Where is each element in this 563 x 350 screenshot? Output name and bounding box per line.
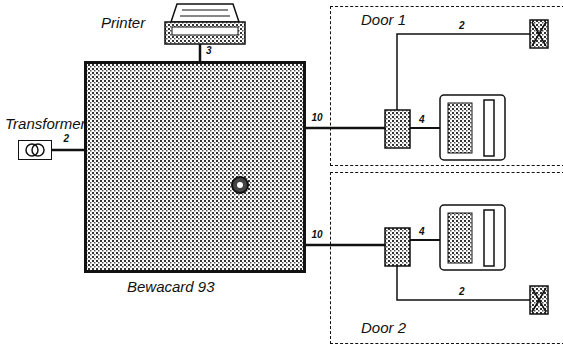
door-region: Door 1	[330, 6, 563, 166]
printer: Printer	[165, 4, 245, 44]
controller-knob	[232, 177, 248, 193]
wire-count: 10	[311, 229, 324, 240]
door-region: Door 2	[330, 172, 563, 344]
cable	[305, 244, 330, 247]
wire-count: 2	[458, 286, 466, 297]
door-lock-cross	[532, 288, 546, 312]
lock-wire	[397, 266, 530, 300]
card-reader	[440, 205, 505, 270]
wire-count: 2	[63, 133, 71, 144]
cable	[330, 127, 385, 130]
printer-paper	[171, 4, 239, 22]
controller-knob-center	[237, 182, 243, 188]
node-label: Bewacard 93	[127, 278, 215, 296]
wire-count: 4	[418, 114, 426, 125]
reader-wire	[410, 239, 440, 241]
wire-count: 3	[205, 45, 213, 56]
node-label: Door 2	[361, 319, 406, 337]
transformer-box: Transformer	[18, 140, 52, 160]
controller-body	[85, 62, 305, 272]
junction-box	[385, 110, 410, 148]
door-lock	[530, 286, 548, 314]
printer-paper-line	[182, 10, 228, 11]
cable	[305, 127, 330, 130]
card-reader	[440, 95, 505, 160]
card-reader-slot	[484, 100, 494, 156]
printer-keys	[172, 27, 238, 35]
node-label: Door 1	[361, 11, 406, 29]
cable	[52, 149, 85, 152]
wire-count: 4	[418, 226, 426, 237]
door-lock-cross	[532, 22, 546, 46]
door-lock	[530, 20, 548, 48]
node-label: Printer	[101, 14, 145, 32]
controller-box: Bewacard 93	[85, 62, 305, 272]
cable	[199, 44, 202, 62]
wire-count: 2	[458, 20, 466, 31]
wire-count: 10	[311, 112, 324, 123]
junction-box	[385, 228, 410, 266]
node-label: Transformer	[5, 115, 86, 133]
transformer-coil	[32, 144, 44, 156]
card-reader-keypad	[448, 213, 472, 263]
card-reader-keypad	[448, 103, 472, 153]
cable	[330, 244, 385, 247]
reader-wire	[410, 127, 440, 129]
printer-body	[165, 22, 245, 44]
card-reader-slot	[484, 210, 494, 266]
printer-paper-line	[180, 16, 230, 17]
